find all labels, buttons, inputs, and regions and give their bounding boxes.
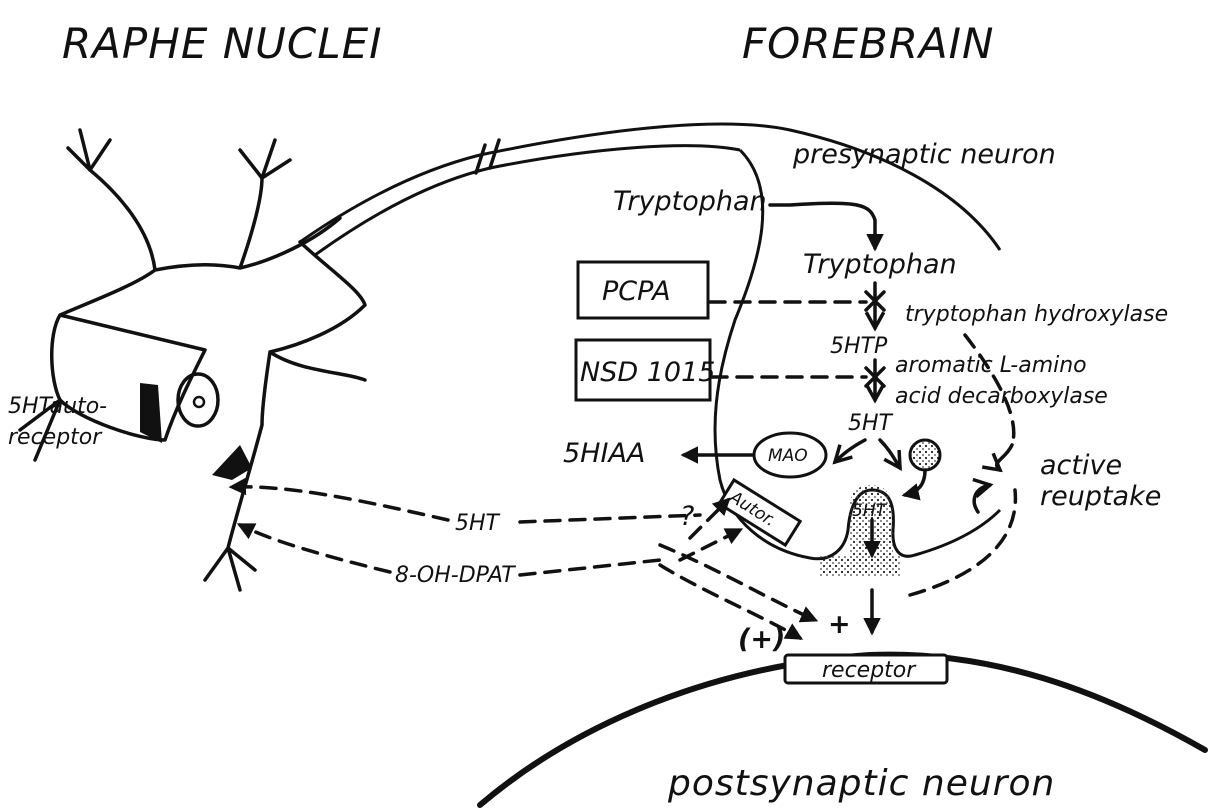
- reuptake-label-line2: reuptake: [1040, 481, 1161, 512]
- drug-5ht-line: [520, 515, 700, 522]
- synaptic-cleft-5ht: [820, 555, 900, 577]
- to-autoreceptor-arrow-2: [680, 530, 740, 560]
- enzyme-tryptophan-hydroxylase: tryptophan hydroxylase: [905, 302, 1168, 327]
- vesicle-5ht-label: 5HT: [852, 501, 888, 521]
- drug-dpat-label: 8-OH-DPAT: [395, 563, 516, 588]
- drug-dpat-line: [520, 560, 660, 575]
- tryptophan-inside: Tryptophan: [803, 249, 957, 280]
- 5ht-to-soma-arrow: [232, 487, 448, 520]
- enzyme-aadc-line1: aromatic L-amino: [895, 353, 1087, 378]
- plus-sign: +: [828, 609, 851, 640]
- synaptic-vesicle: [910, 440, 940, 470]
- dendritic-autoreceptor: [212, 445, 252, 480]
- mao-label: MAO: [768, 446, 808, 466]
- reuptake-arrow-upper: [997, 445, 1012, 470]
- 5hiaa-label: 5HIAA: [563, 438, 645, 469]
- presynaptic-neuron-label: presynaptic neuron: [792, 139, 1056, 170]
- pcpa-label: PCPA: [602, 276, 671, 307]
- drug-5ht-label: 5HT: [455, 511, 501, 536]
- nucleolus: [194, 397, 204, 407]
- tryptophan-outside: Tryptophan: [613, 186, 767, 217]
- question-mark: ?: [680, 501, 694, 532]
- raphe-dendrites: [20, 130, 290, 590]
- somatic-autoreceptor: [140, 383, 162, 443]
- postsynaptic-receptor-label: receptor: [822, 658, 917, 683]
- nucleus: [178, 374, 218, 426]
- tryptophan-uptake-arrow: [770, 203, 875, 248]
- reuptake-arrow-lower: [974, 485, 990, 512]
- 5ht-to-postsynaptic-arrow: [660, 545, 815, 620]
- 5ht-to-mao-arrow: [835, 440, 865, 462]
- title-forebrain: FOREBRAIN: [742, 19, 994, 68]
- vesicle-release-arrow: [905, 470, 925, 495]
- reuptake-path-lower: [910, 490, 1015, 595]
- autoreceptor-label-line2: receptor: [8, 425, 103, 450]
- dpat-to-soma-arrow: [240, 525, 390, 572]
- 5htp-label: 5HTP: [830, 334, 888, 359]
- reuptake-label-line1: active: [1040, 450, 1122, 481]
- title-raphe-nuclei: RAPHE NUCLEI: [62, 19, 383, 68]
- postsynaptic-neuron-label: postsynaptic neuron: [667, 763, 1055, 804]
- raphe-cell-body: [52, 170, 365, 548]
- 5ht-product-label: 5HT: [848, 411, 894, 436]
- nsd-label: NSD 1015: [580, 357, 715, 388]
- 5ht-to-vesicle-arrow: [880, 440, 900, 468]
- plus-paren-sign: (+): [738, 624, 785, 655]
- autoreceptor-label-line1: 5HTauto-: [8, 394, 107, 419]
